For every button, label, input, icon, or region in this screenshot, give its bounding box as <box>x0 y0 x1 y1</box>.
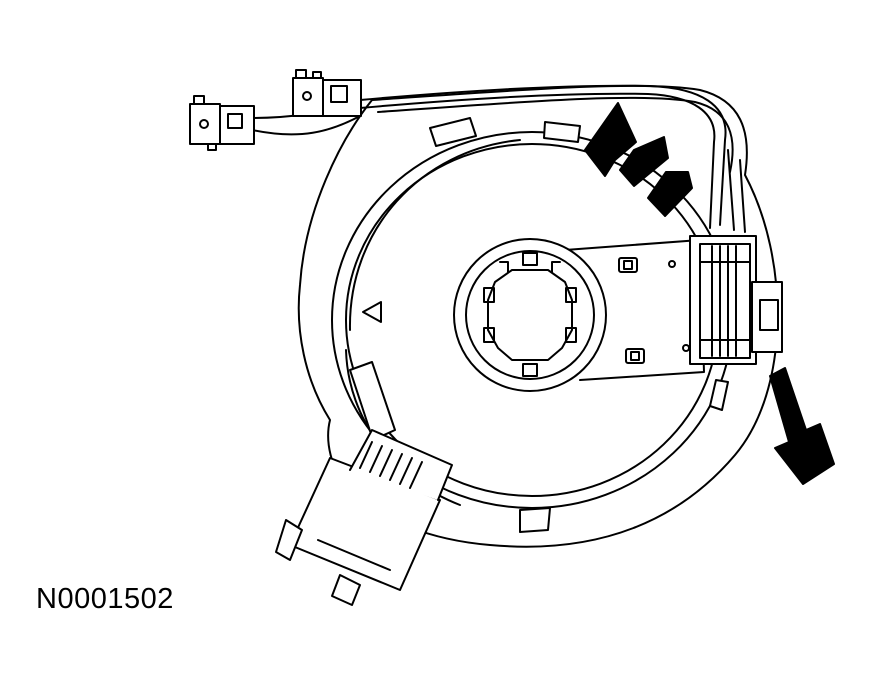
solid-arrow <box>770 368 834 484</box>
small-connector-1 <box>293 70 361 116</box>
alignment-triangle <box>363 302 381 322</box>
center-hub <box>454 239 606 391</box>
small-connector-2 <box>190 96 254 150</box>
figure-reference-code: N0001502 <box>36 583 174 615</box>
bottom-connector <box>276 430 452 605</box>
dashed-direction-arrow <box>585 103 692 216</box>
right-connector <box>690 236 782 364</box>
